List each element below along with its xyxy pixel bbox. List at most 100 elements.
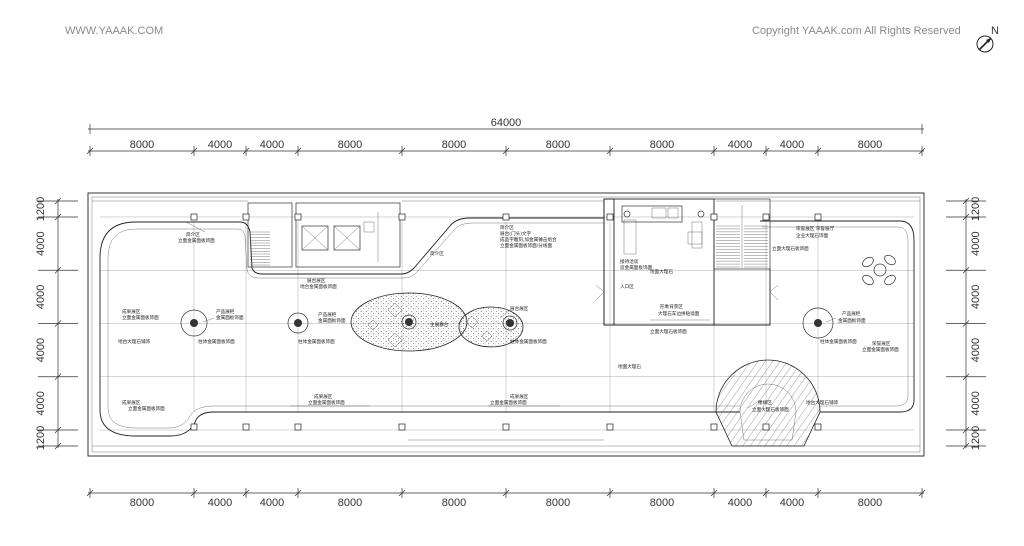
bay-dimension-text: 8000 [338,139,362,151]
bay-dimension-text: 8000 [546,497,570,509]
label-stair-zone: 楼梯区 [758,399,772,406]
label-entrance: 入口区 [620,284,634,290]
label-column-clad-2: 柱体金属面板饰面 [298,338,335,345]
label-stage-zone: 展台展区 [510,305,529,312]
label-column-clad-1: 柱体金属面板饰面 [198,338,235,345]
label-column-clad-3: 柱体金属面板饰面 [510,338,547,345]
bay-dimension-text: 8000 [650,497,674,509]
row-dimension-text: 4000 [35,285,47,309]
column-display-5 [802,307,834,339]
label-floor-name: 地面大理石 [618,363,641,370]
site-watermark: WWW.YAAAK.COM [65,25,164,37]
overall-dimension-top: 64000 [88,117,924,134]
stair-core-left [247,202,401,268]
zone-labels: 简介区 立面金属面板饰面 简介区 简介区 展台(门头)文字 成品字雕刻,加金属锤… [118,224,899,413]
label-honor-zone: 荣誉展区 [872,340,891,347]
label-product-mid: 产品展柜 [318,311,337,318]
label-product-mid-mat: 金属面板饰面 [318,317,346,324]
label-bg-wall-mat: 大理石车边拼贴墙面 [658,310,700,317]
row-dimension-text: 1200 [970,426,982,450]
column-display-4 [502,315,518,331]
label-display-text: 展台(门头)文字 [500,230,532,237]
bay-dimension-text: 8000 [858,139,882,151]
label-result-left: 成果展区 [122,308,141,315]
label-product-left-mat: 金属面板饰面 [216,314,244,321]
label-display-mat2: 立面金属面板饰面/分线面 [500,242,552,249]
bay-dimension-text: 4000 [728,139,752,151]
bay-dimensions-bottom: 8000 4000 4000 8000 8000 8000 8000 4000 4000 8000 [86,488,926,509]
bay-dimension-text: 4000 [780,497,804,509]
row-dimension-text: 1200 [970,197,982,221]
annotation-leaders [185,221,837,409]
label-intro-center: 简介区 [430,250,444,257]
label-display-mat1: 成品字雕刻,加金属锤击组合 [500,236,557,243]
column-display-1 [180,309,208,337]
label-bg-wall: 形象背景区 [660,303,683,310]
label-result-bottom2-mat: 立面金属面板饰面 [308,399,345,406]
bay-dimension-text: 4000 [260,497,284,509]
column-display-3 [401,314,417,330]
bay-dimension-text: 4000 [260,139,284,151]
label-honor-mat: 立面金属面板饰面 [862,346,899,353]
row-dimension-text: 4000 [970,338,982,362]
bay-dimension-text: 8000 [130,497,154,509]
column-display-2 [287,312,309,334]
label-bright-mat: 地台金属面板饰面 [300,283,337,290]
north-label: N [991,25,999,37]
row-dimensions-left: 1200 4000 4000 4000 4000 1200 [35,197,78,450]
bay-dimension-text: 8000 [130,139,154,151]
overall-dimension-text: 64000 [491,117,522,129]
lounge-table-icon [862,254,896,286]
bay-dimension-text: 4000 [208,497,232,509]
label-product-left: 产品展柜 [216,308,235,315]
label-stair-floor: 地台大理石铺饰 [806,399,839,406]
label-product-right-mat: 金属面板饰面 [838,317,866,324]
bay-dimension-text: 4000 [780,139,804,151]
wall-columns [190,213,822,431]
label-tech-zone: 荣誉展区 荣誉展厅 [796,225,835,232]
label-result-bottom1-mat: 立面金属面板饰面 [128,405,165,412]
bay-dimensions-top: 8000 4000 4000 8000 8000 8000 8000 4000 4000 8000 [86,139,926,156]
label-reception: 接待洽谈 [620,258,639,265]
label-bg-wall-mat2: 立面大理石板饰面 [650,328,687,335]
label-floor-marble: 地台大理石铺饰 [118,338,151,345]
bay-dimension-text: 8000 [442,139,466,151]
label-result-bottom3: 成果展区 [510,393,529,400]
label-intro: 简介区 [186,231,200,238]
label-column-clad-5: 柱体金属面板饰面 [820,338,857,345]
label-floor-marble2: 地面大理石 [650,268,673,275]
bay-dimension-text: 4000 [728,497,752,509]
label-result-bottom3-mat: 立面金属面板饰面 [490,399,527,406]
label-result-left-mat: 立面金属面板饰面 [122,314,159,321]
copyright-notice: Copyright YAAAK.com All Rights Reserved [752,25,961,37]
label-result-bottom1: 成果展区 [122,399,141,406]
bay-dimension-text: 8000 [546,139,570,151]
stair-core-right [713,198,771,270]
bay-dimension-text: 4000 [208,139,232,151]
label-intro-top: 简介区 [500,224,514,231]
bay-dimension-text: 8000 [650,139,674,151]
display-platform-edge [99,217,915,437]
row-dimension-text: 4000 [970,231,982,255]
label-product-right: 产品展柜 [842,310,861,317]
row-dimension-text: 4000 [35,338,47,362]
label-stair-mat: 立面大理石板饰面 [752,406,789,413]
row-dimension-text: 4000 [970,285,982,309]
label-tech-mat: 企业大理石饰面 [796,232,829,239]
bay-dimension-text: 8000 [858,497,882,509]
label-main-stage: 主展舞台 [430,321,449,328]
bay-dimension-text: 8000 [338,497,362,509]
row-dimension-text: 4000 [35,391,47,415]
bay-dimension-text: 8000 [442,497,466,509]
label-reception-mat: 造金属面板饰面 [620,264,653,271]
row-dimension-text: 1200 [35,426,47,450]
row-dimension-text: 4000 [35,231,47,255]
semicircle-stage [715,359,821,447]
label-bright-zone: 展台展区 [307,277,326,284]
north-compass-icon: N [976,25,999,53]
row-dimension-text: 1200 [35,197,47,221]
label-tech-mat2: 立面大理石板饰面 [772,245,809,252]
label-wall-panel: 立面金属面板饰面 [178,237,215,244]
